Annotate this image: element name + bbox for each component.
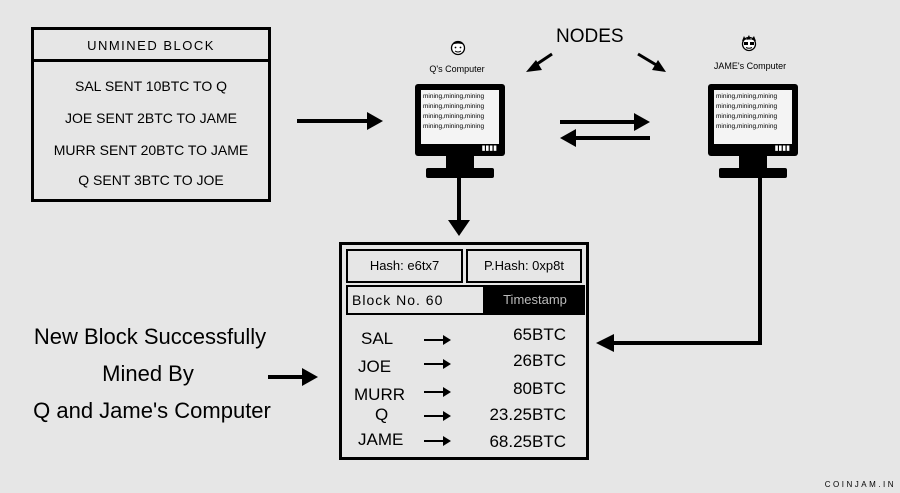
monitor-vents: ▮▮▮▮ (774, 145, 790, 152)
block-number-cell: Block No. 60 (346, 285, 485, 315)
screen-line: mining,mining,mining (423, 113, 485, 120)
screen-line: mining,mining,mining (716, 103, 778, 110)
transaction-2: JOE SENT 2BTC TO JAME (65, 110, 237, 126)
nodes-arrows (526, 52, 666, 72)
arrow-to-mined-block (268, 368, 318, 386)
prev-hash-cell: P.Hash: 0xp8t (466, 249, 582, 283)
watermark: COINJAM.IN (824, 480, 896, 489)
user-face-icon (741, 35, 757, 52)
balance-arrow (424, 387, 451, 397)
user-face-icon (450, 40, 466, 56)
balance-amount: 65BTC (513, 325, 566, 344)
arrow-down-shaft (457, 178, 461, 224)
screen-line: mining,mining,mining (716, 113, 778, 120)
screen-line: mining,mining,mining (716, 93, 778, 100)
balance-arrow (424, 335, 451, 345)
nodes-label: NODES (556, 26, 624, 47)
balance-name: JOE (358, 357, 392, 376)
q-computer-base (426, 168, 494, 178)
monitor-vents: ▮▮▮▮ (481, 145, 497, 152)
q-computer-monitor: mining,mining,mining mining,mining,minin… (415, 84, 505, 156)
jame-computer-screen: mining,mining,mining mining,mining,minin… (714, 90, 792, 144)
balance-name: SAL (361, 329, 394, 348)
screen-line: mining,mining,mining (423, 93, 485, 100)
arrow-jame-to-q (560, 129, 650, 147)
balance-amount: 68.25BTC (489, 432, 566, 451)
unmined-block-title: UNMINED BLOCK (34, 30, 268, 62)
jame-connector-vertical (758, 178, 762, 345)
balance-name: MURR (354, 385, 405, 404)
arrow-q-to-jame (560, 113, 650, 131)
screen-line: mining,mining,mining (423, 123, 485, 130)
unmined-block: UNMINED BLOCK SAL SENT 10BTC TO Q JOE SE… (31, 27, 271, 202)
mined-block: Hash: e6tx7 P.Hash: 0xp8t Block No. 60 T… (339, 242, 589, 460)
balance-arrow (424, 436, 451, 446)
timestamp-cell: Timestamp (485, 285, 585, 315)
jame-computer-label: JAME's Computer (713, 61, 787, 71)
balance-amount: 80BTC (513, 379, 566, 398)
transaction-4: Q SENT 3BTC TO JOE (78, 172, 224, 188)
balance-name: Q (375, 405, 389, 424)
nodes-arrow-left-head (526, 60, 542, 72)
transaction-3: MURR SENT 20BTC TO JAME (53, 142, 249, 158)
caption-line-2: Mined By (102, 361, 194, 386)
q-computer-stand (446, 156, 474, 168)
screen-line: mining,mining,mining (716, 123, 778, 130)
jame-computer-monitor: mining,mining,mining mining,mining,minin… (708, 84, 798, 156)
caption-line-3: Q and Jame's Computer (33, 398, 271, 423)
caption-line-1: New Block Successfully (33, 324, 267, 349)
balance-arrow (424, 359, 451, 369)
q-computer-screen: mining,mining,mining mining,mining,minin… (421, 90, 499, 144)
nodes-arrow-right-line (637, 52, 659, 68)
balance-arrow (424, 411, 451, 421)
jame-connector-head (596, 334, 614, 352)
jame-connector-horizontal (612, 341, 762, 345)
arrow-to-q-computer (297, 112, 383, 130)
transaction-1: SAL SENT 10BTC TO Q (75, 78, 227, 94)
jame-computer-stand (739, 156, 767, 168)
balance-amount: 26BTC (513, 351, 566, 370)
arrow-down-head (448, 220, 470, 236)
screen-line: mining,mining,mining (423, 103, 485, 110)
jame-computer-base (719, 168, 787, 178)
q-computer-label: Q's Computer (429, 64, 485, 74)
balance-name: JAME (358, 430, 404, 449)
nodes-arrow-right-head (652, 60, 666, 72)
balance-amount: 23.25BTC (489, 405, 566, 424)
hash-cell: Hash: e6tx7 (346, 249, 463, 283)
